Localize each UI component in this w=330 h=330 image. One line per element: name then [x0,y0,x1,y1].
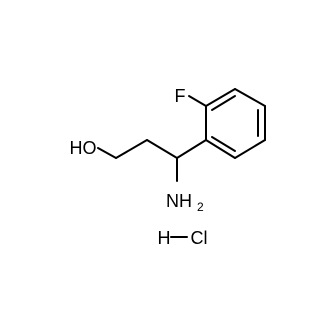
phenyl-ring-bond-6 [205,139,236,159]
bond-oxygen-ch2 [97,147,117,159]
bond-lines [97,88,266,238]
amine-label: NH 2 [166,191,204,214]
phenyl-double-bond-inner-1 [211,95,236,111]
phenyl-ring-bond-2 [205,88,236,107]
bond-ch2-ch2 [115,139,148,159]
bond-phenyl-fluorine [188,95,207,107]
fluorine-atom-label: F [175,86,186,106]
hydrochloride-hydrogen-label: H [158,228,171,248]
hydroxyl-label: HO [70,138,97,158]
hydrochloride-chlorine-label: Cl [191,228,208,248]
bond-chiral-carbon-phenyl [176,139,207,159]
phenyl-ring-bond-5 [234,139,266,159]
phenyl-double-bond-inner-3 [211,136,236,152]
amine-subscript: 2 [197,200,204,214]
bond-ch2-chiral-carbon [146,139,178,159]
phenyl-ring-bond-3 [234,88,266,107]
amine-main-label: NH [166,191,192,211]
